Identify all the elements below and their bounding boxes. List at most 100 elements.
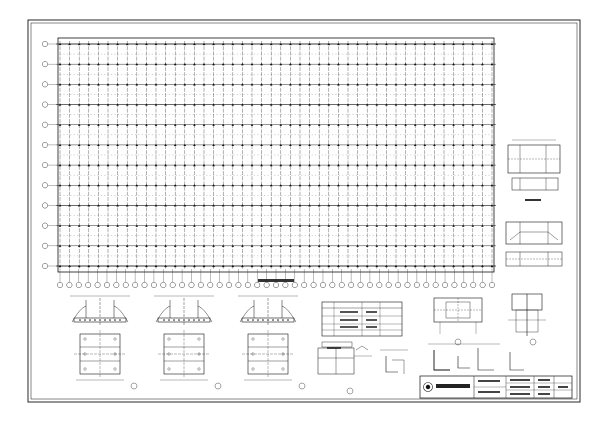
node-marker xyxy=(77,163,81,167)
node-marker xyxy=(183,123,187,126)
bolt xyxy=(168,319,170,321)
node-marker xyxy=(433,244,436,247)
node-marker xyxy=(241,123,244,126)
node-marker xyxy=(250,83,254,86)
bolt xyxy=(79,319,81,321)
node-marker xyxy=(77,183,81,187)
grid-bubble xyxy=(188,282,195,288)
node-marker xyxy=(183,163,187,167)
node-marker xyxy=(193,224,196,227)
node-marker xyxy=(97,224,100,227)
node-marker xyxy=(241,163,244,167)
node-marker xyxy=(461,163,465,167)
node-marker xyxy=(423,62,427,66)
node-marker xyxy=(413,103,417,106)
node-marker xyxy=(241,103,244,106)
node-marker xyxy=(202,143,206,147)
node-marker xyxy=(442,183,446,187)
node-marker xyxy=(221,62,225,66)
node-marker xyxy=(346,143,350,147)
node-marker xyxy=(97,62,100,66)
grid-bubble xyxy=(432,282,439,288)
node-marker xyxy=(193,163,196,167)
anchor-hole xyxy=(113,367,117,371)
node-marker xyxy=(404,103,407,106)
node-marker xyxy=(461,143,465,147)
node-marker xyxy=(356,224,359,227)
anchor-hole xyxy=(251,352,255,356)
node-marker xyxy=(317,163,321,167)
node-marker xyxy=(433,143,436,147)
node-marker xyxy=(317,123,321,126)
node-marker xyxy=(173,103,177,106)
node-marker xyxy=(394,123,398,126)
node-marker xyxy=(269,204,273,207)
node-marker xyxy=(106,204,110,207)
node-marker xyxy=(135,62,139,66)
node-marker xyxy=(385,204,388,207)
node-marker xyxy=(298,123,302,126)
anchor-hole xyxy=(113,352,117,356)
node-marker xyxy=(250,143,254,147)
node-marker xyxy=(145,163,148,167)
detail-marker xyxy=(214,382,222,390)
anchor-hole xyxy=(167,367,171,371)
node-marker xyxy=(413,62,417,66)
node-marker xyxy=(481,224,484,227)
node-marker xyxy=(452,143,455,147)
node-marker xyxy=(231,62,235,66)
node-marker xyxy=(298,83,302,86)
grid-bubble xyxy=(235,282,242,288)
node-marker xyxy=(212,244,215,247)
node-marker xyxy=(260,103,263,106)
grid-bubble xyxy=(104,282,110,288)
node-marker xyxy=(346,244,350,247)
node-marker xyxy=(452,123,455,126)
node-marker xyxy=(385,244,388,247)
node-marker xyxy=(154,62,158,66)
grid-bubble xyxy=(348,282,355,288)
node-marker xyxy=(250,123,254,126)
anchor-hole xyxy=(281,367,285,371)
grid-bubble xyxy=(301,282,308,288)
company-name-mark xyxy=(436,384,470,388)
node-marker xyxy=(125,204,129,207)
node-marker xyxy=(125,123,129,126)
node-marker xyxy=(346,123,350,126)
grid-bubble xyxy=(470,282,477,288)
node-marker xyxy=(289,83,292,86)
grid-bubble xyxy=(94,282,101,288)
node-marker xyxy=(260,83,263,86)
drawing-title-mark xyxy=(478,391,500,393)
node-marker xyxy=(241,183,244,187)
node-marker xyxy=(461,224,465,227)
node-marker xyxy=(202,83,206,86)
node-marker xyxy=(173,224,177,227)
node-marker xyxy=(337,224,340,227)
node-marker xyxy=(125,224,129,227)
node-marker xyxy=(212,163,215,167)
anchor-hole xyxy=(83,337,87,341)
bolt xyxy=(178,319,180,321)
node-marker xyxy=(173,183,177,187)
node-marker xyxy=(260,62,263,66)
node-marker xyxy=(250,224,254,227)
detail-7 xyxy=(508,293,546,346)
node-marker xyxy=(423,103,427,106)
bolt xyxy=(188,319,190,321)
grid-bubble xyxy=(395,282,401,288)
node-marker xyxy=(298,62,302,66)
node-marker xyxy=(442,143,446,147)
node-marker xyxy=(87,103,91,106)
node-marker xyxy=(164,62,167,66)
node-marker xyxy=(442,62,446,66)
node-marker xyxy=(87,83,91,86)
haunch-curve xyxy=(113,305,129,323)
node-marker xyxy=(413,244,417,247)
node-marker xyxy=(289,244,292,247)
node-marker xyxy=(106,143,110,147)
node-marker xyxy=(308,183,311,187)
node-marker xyxy=(356,83,359,86)
anchor-hole xyxy=(251,367,255,371)
